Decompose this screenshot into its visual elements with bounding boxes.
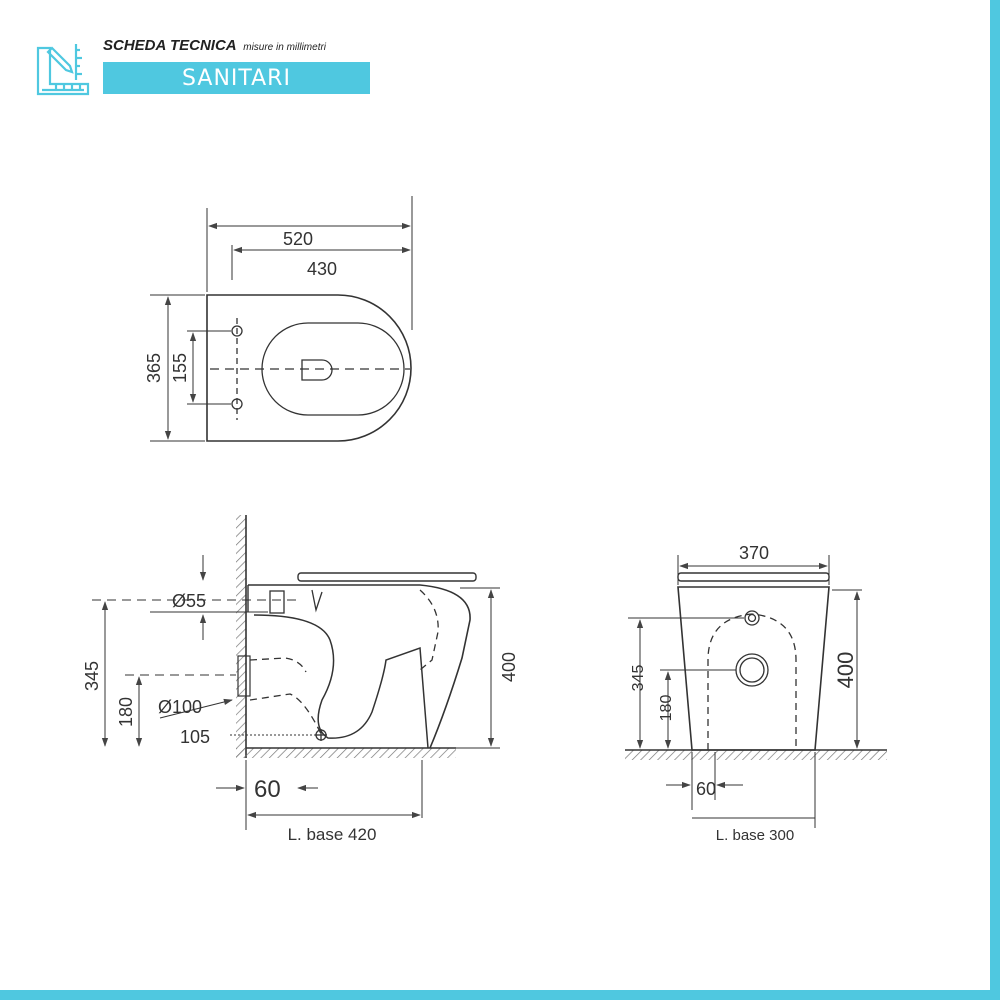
ruler-pencil-icon [36, 44, 90, 96]
front-view-labels: 370 400 345 180 60 L. base 300 [630, 543, 858, 844]
dim-label-180-front: 180 [658, 695, 675, 722]
inlet-pipe [269, 590, 285, 614]
floor-hatch [236, 748, 456, 758]
fixing-hole-top [231, 325, 243, 337]
dim-label-400-side: 400 [499, 652, 519, 682]
side-body-outline [248, 584, 471, 749]
dim-label-345-side: 345 [82, 661, 102, 691]
trap-path [253, 614, 429, 749]
dim-label-520: 520 [283, 229, 313, 249]
seat-lid [297, 572, 477, 582]
dim-label-370: 370 [739, 543, 769, 563]
front-seat-lid [677, 572, 830, 582]
dim-label-60-front: 60 [696, 779, 716, 799]
fixing-hole-bottom [231, 398, 243, 410]
front-outlet [735, 653, 769, 687]
outlet-dashed [249, 657, 323, 737]
dim-label-400-front: 400 [833, 652, 858, 689]
header-title: SCHEDA TECNICA misure in millimetri [103, 37, 326, 54]
top-view-outlet [301, 359, 333, 381]
top-view [150, 196, 413, 442]
frame-edge-right [990, 0, 1000, 1000]
top-view-outline [206, 294, 412, 442]
header-title-text: SCHEDA TECNICA [103, 37, 237, 54]
dim-line-100 [159, 698, 233, 719]
frame-edge-bottom [0, 990, 1000, 1000]
front-view [625, 555, 887, 828]
dim-label-155: 155 [170, 353, 190, 383]
front-floor-hatch [625, 750, 887, 760]
dim-label-60-side: 60 [254, 776, 281, 803]
dim-label-55: Ø55 [172, 591, 206, 611]
dim-label-430: 430 [307, 259, 337, 279]
side-view [92, 515, 500, 830]
front-body-outline [677, 586, 830, 751]
dim-label-365: 365 [144, 353, 164, 383]
dim-label-345-front: 345 [630, 665, 647, 692]
dim-label-100: Ø100 [158, 697, 202, 717]
dim-label-base-420: L. base 420 [288, 825, 377, 844]
wall-hatch [236, 515, 246, 758]
dim-label-base-300: L. base 300 [716, 827, 794, 844]
dim-label-180-side: 180 [116, 697, 136, 727]
header-subtitle: misure in millimetri [243, 42, 327, 53]
category-band: SANITARI [103, 62, 370, 94]
side-view-labels: Ø55 345 180 Ø100 105 400 60 L. base 420 [82, 591, 519, 844]
dim-label-105: 105 [180, 727, 210, 747]
top-view-labels: 520 430 365 155 [144, 229, 337, 383]
front-inlet [744, 610, 760, 626]
